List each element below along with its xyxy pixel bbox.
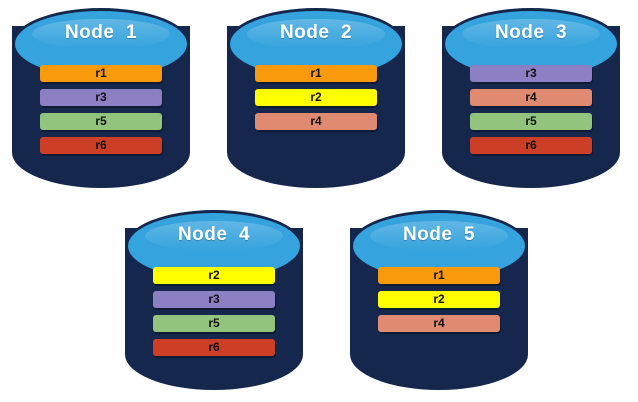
replica-bar[interactable]: r2 [153, 267, 275, 284]
replica-bar[interactable]: r2 [255, 89, 377, 106]
node-label: Node 3 [494, 22, 568, 43]
replica-bar[interactable]: r4 [378, 315, 500, 332]
node-cylinder-2[interactable]: Node 2 r1 r2 r4 [227, 8, 405, 188]
replica-bar[interactable]: r5 [470, 113, 592, 130]
node-cylinder-1[interactable]: Node 1 r1 r3 r5 r6 [12, 8, 190, 188]
replica-bar[interactable]: r6 [40, 137, 162, 154]
node-cylinder-5[interactable]: Node 5 r1 r2 r4 [350, 210, 528, 390]
node-label: Node 1 [64, 22, 138, 43]
replica-bar[interactable]: r6 [470, 137, 592, 154]
replica-list: r2 r3 r5 r6 [153, 267, 275, 356]
replica-bar[interactable]: r1 [378, 267, 500, 284]
replica-bar[interactable]: r3 [40, 89, 162, 106]
replica-list: r3 r4 r5 r6 [470, 65, 592, 154]
replica-bar[interactable]: r5 [40, 113, 162, 130]
replica-list: r1 r2 r4 [378, 267, 500, 332]
replica-list: r1 r2 r4 [255, 65, 377, 130]
replica-bar[interactable]: r4 [255, 113, 377, 130]
replica-bar[interactable]: r4 [470, 89, 592, 106]
node-cylinder-3[interactable]: Node 3 r3 r4 r5 r6 [442, 8, 620, 188]
replica-bar[interactable]: r1 [255, 65, 377, 82]
node-label: Node 2 [279, 22, 353, 43]
replica-bar[interactable]: r1 [40, 65, 162, 82]
replica-bar[interactable]: r2 [378, 291, 500, 308]
node-label: Node 4 [177, 224, 251, 245]
replica-list: r1 r3 r5 r6 [40, 65, 162, 154]
node-label: Node 5 [402, 224, 476, 245]
replica-bar[interactable]: r3 [153, 291, 275, 308]
node-cylinder-4[interactable]: Node 4 r2 r3 r5 r6 [125, 210, 303, 390]
replica-bar[interactable]: r5 [153, 315, 275, 332]
replica-bar[interactable]: r6 [153, 339, 275, 356]
replica-bar[interactable]: r3 [470, 65, 592, 82]
